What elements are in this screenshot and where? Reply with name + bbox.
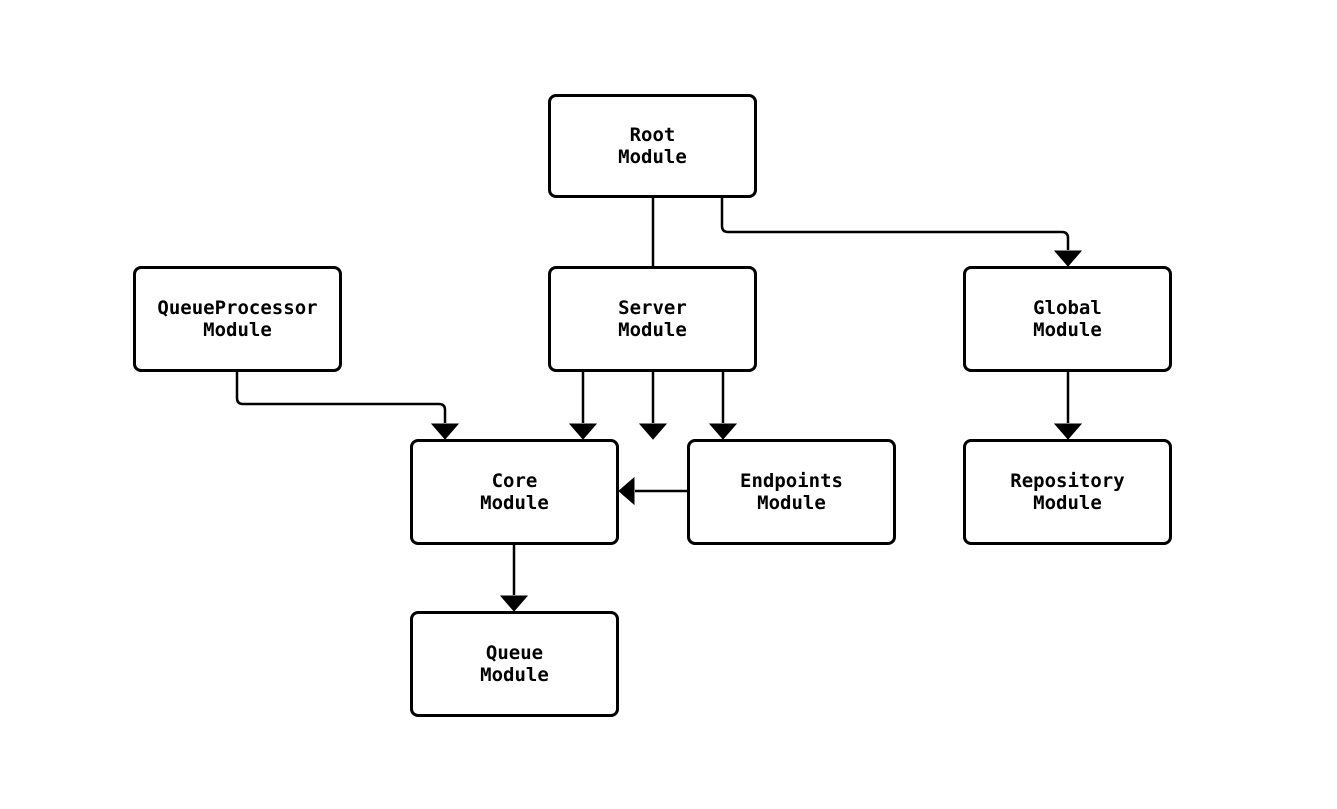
node-queue-module-label: Queue Module xyxy=(480,641,549,686)
node-queueprocessor-module[interactable]: QueueProcessor Module xyxy=(133,266,342,372)
node-endpoints-module-label: Endpoints Module xyxy=(740,469,843,514)
node-root-module-label: Root Module xyxy=(618,123,687,168)
edge-core-queue xyxy=(499,545,529,612)
node-core-module-label: Core Module xyxy=(480,469,549,514)
edge-endpoints-core xyxy=(618,476,687,506)
edge-server-core xyxy=(568,372,598,440)
node-server-module[interactable]: Server Module xyxy=(548,266,757,372)
node-root-module[interactable]: Root Module xyxy=(548,94,757,198)
node-repository-module-label: Repository Module xyxy=(1010,469,1125,514)
node-queueprocessor-module-label: QueueProcessor Module xyxy=(157,296,318,341)
node-global-module[interactable]: Global Module xyxy=(963,266,1172,372)
node-queue-module[interactable]: Queue Module xyxy=(410,611,619,717)
node-global-module-label: Global Module xyxy=(1033,296,1102,341)
node-endpoints-module[interactable]: Endpoints Module xyxy=(687,439,896,545)
node-server-module-label: Server Module xyxy=(618,296,687,341)
node-repository-module[interactable]: Repository Module xyxy=(963,439,1172,545)
edge-root-global xyxy=(720,198,1083,267)
edge-queueprocessor-core xyxy=(235,372,460,440)
edge-server-endpoints xyxy=(708,372,738,440)
edge-global-repository xyxy=(1053,372,1083,440)
node-core-module[interactable]: Core Module xyxy=(410,439,619,545)
